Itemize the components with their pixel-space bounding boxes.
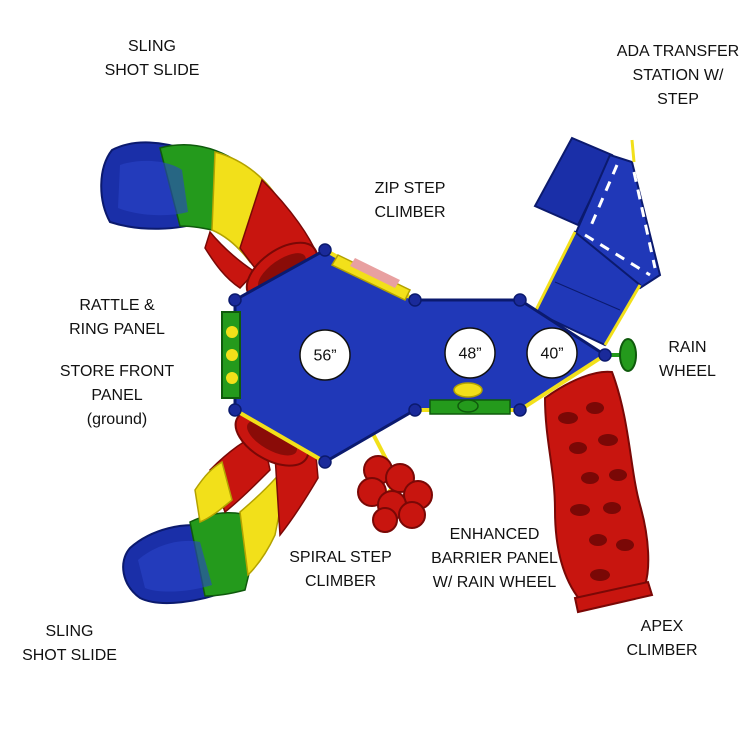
main-deck xyxy=(221,248,637,464)
label-apex-climber: APEX CLIMBER xyxy=(626,618,698,659)
label-zip-step-climber: ZIP STEP CLIMBER xyxy=(374,180,446,221)
label-store-front-panel: STORE FRONT PANEL (ground) xyxy=(59,363,175,428)
label-rain-wheel: RAIN WHEEL xyxy=(659,339,716,380)
deck-height-48: 48” xyxy=(444,327,496,379)
label-sling-shot-slide-bottom: SLING SHOT SLIDE xyxy=(22,623,117,664)
label-rattle-ring-panel: RATTLE & RING PANEL xyxy=(69,297,165,338)
label-enhanced-barrier-panel: ENHANCED BARRIER PANEL W/ RAIN WHEEL xyxy=(431,526,558,591)
apex-climber xyxy=(543,370,654,614)
label-sling-shot-slide-top: SLING SHOT SLIDE xyxy=(104,38,200,79)
post-caps xyxy=(228,243,612,469)
deck-height-48-label: 48” xyxy=(458,346,481,363)
label-spiral-step-climber: SPIRAL STEP CLIMBER xyxy=(289,549,392,590)
deck-height-56-label: 56” xyxy=(313,348,336,365)
deck-height-40: 40” xyxy=(526,327,578,379)
spiral-step-climber xyxy=(357,431,433,533)
deck-height-56: 56” xyxy=(299,329,351,381)
ada-transfer-station xyxy=(533,136,662,347)
label-ada-transfer-station: ADA TRANSFER STATION W/ STEP xyxy=(616,43,740,108)
deck-height-40-label: 40” xyxy=(540,346,563,363)
